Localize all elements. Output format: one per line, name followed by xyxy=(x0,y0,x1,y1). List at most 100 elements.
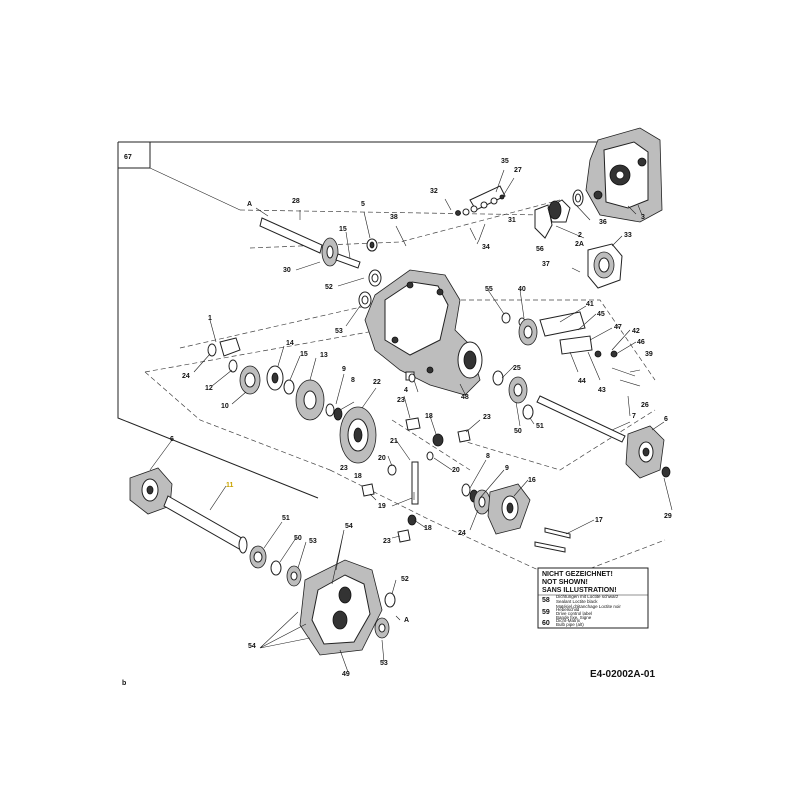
callout-35: 35 xyxy=(501,158,509,165)
letter-a-top: A xyxy=(247,201,252,208)
callout-20-right: 20 xyxy=(452,467,460,474)
legend-60-line1: Dicht-Matrix xyxy=(556,618,581,623)
callout-18-bottom: 18 xyxy=(424,525,432,532)
callout-20-left: 20 xyxy=(378,455,386,462)
callout-18-lower: 18 xyxy=(354,473,362,480)
callout-23-a: 23 xyxy=(397,397,405,404)
callout-17: 17 xyxy=(595,517,603,524)
legend-59-line3: Bande fixe, Signe xyxy=(556,615,592,620)
callout-37: 37 xyxy=(542,261,550,268)
callout-26: 26 xyxy=(641,402,649,409)
callout-51-lower: 51 xyxy=(282,515,290,522)
callout-1: 1 xyxy=(208,315,212,322)
callout-15-top: 15 xyxy=(339,226,347,233)
leader-lines xyxy=(149,204,673,673)
callout-32: 32 xyxy=(430,188,438,195)
legend-59-line1: Hebelschild xyxy=(556,607,580,612)
callout-2a: 2A xyxy=(575,241,584,248)
callout-5: 5 xyxy=(361,201,365,208)
callout-47: 47 xyxy=(614,324,622,331)
lower-housing-cover xyxy=(249,545,396,656)
callout-25: 25 xyxy=(513,365,521,372)
lower-center-parts xyxy=(461,483,571,553)
callout-52-top: 52 xyxy=(325,284,333,291)
gear-train-left xyxy=(207,337,377,464)
callout-44: 44 xyxy=(578,378,586,385)
input-shaft xyxy=(259,217,382,309)
callout-23-d: 23 xyxy=(383,538,391,545)
letter-a-bottom: A xyxy=(404,617,409,624)
callout-19: 19 xyxy=(378,503,386,510)
legend-60-line2: Bulb pipe (alt) xyxy=(556,622,584,627)
callout-4: 4 xyxy=(404,387,408,394)
callout-28: 28 xyxy=(292,198,300,205)
upper-right-parts xyxy=(534,189,623,289)
callout-23-c: 23 xyxy=(340,465,348,472)
legend-58-line2: Sealant Loctite black xyxy=(556,599,598,604)
shift-linkage-parts xyxy=(444,169,515,245)
callout-24-left: 24 xyxy=(182,373,190,380)
callout-21: 21 xyxy=(390,438,398,445)
callout-24-right: 24 xyxy=(458,530,466,537)
callout-15-mid: 15 xyxy=(300,351,308,358)
callout-11: 11 xyxy=(226,482,234,489)
callout-39: 39 xyxy=(645,351,653,358)
assembly-dashed-lines xyxy=(144,199,666,581)
callout-33: 33 xyxy=(624,232,632,239)
callout-31: 31 xyxy=(508,217,516,224)
legend-title-en: NOT SHOWN! xyxy=(542,579,588,586)
callout-36: 36 xyxy=(599,219,607,226)
transmission-assembly xyxy=(585,127,663,223)
callout-41: 41 xyxy=(586,301,594,308)
legend-title-fr: SANS ILLUSTRATION! xyxy=(542,587,617,594)
callout-54-top: 54 xyxy=(345,523,353,530)
corner-mark: b xyxy=(122,680,126,687)
right-side-parts xyxy=(492,311,671,479)
callout-42: 42 xyxy=(632,328,640,335)
callout-16: 16 xyxy=(528,477,536,484)
callout-53-bottom: 53 xyxy=(380,660,388,667)
legend-58-line1: Dichtungen mit Loctite schwarz xyxy=(556,594,619,599)
gearbox-housing xyxy=(364,269,483,396)
callout-7: 7 xyxy=(632,413,636,420)
callout-8-left: 8 xyxy=(351,377,355,384)
legend-title-de: NICHT GEZEICHNET! xyxy=(542,571,613,578)
callout-9-right: 9 xyxy=(505,465,509,472)
callout-52-lower: 52 xyxy=(401,576,409,583)
callout-55: 55 xyxy=(485,286,493,293)
diagram-frame: 67 xyxy=(117,141,658,499)
callout-34: 34 xyxy=(482,244,490,251)
callout-6-right: 6 xyxy=(664,416,668,423)
document-id: E4-02002A-01 xyxy=(590,669,655,680)
callout-43: 43 xyxy=(598,387,606,394)
callout-13: 13 xyxy=(320,352,328,359)
callout-14: 14 xyxy=(286,340,294,347)
callout-29: 29 xyxy=(664,513,672,520)
center-small-parts xyxy=(361,373,471,543)
callout-53-top: 53 xyxy=(335,328,343,335)
callout-45: 45 xyxy=(597,311,605,318)
callout-18-top: 18 xyxy=(425,413,433,420)
callout-8-right: 8 xyxy=(486,453,490,460)
callout-22: 22 xyxy=(373,379,381,386)
legend-num-59: 59 xyxy=(542,609,550,616)
callout-12: 12 xyxy=(205,385,213,392)
callout-48: 48 xyxy=(461,394,469,401)
callout-50-lower: 50 xyxy=(294,535,302,542)
callout-50-right: 50 xyxy=(514,428,522,435)
callout-53-lower: 53 xyxy=(309,538,317,545)
callout-9-left: 9 xyxy=(342,366,346,373)
legend-58-line3: Matériel d'étanchage Loctite noir xyxy=(556,604,621,609)
legend-num-60: 60 xyxy=(542,620,550,627)
callout-49: 49 xyxy=(342,671,350,678)
callout-6-left: 6 xyxy=(170,436,174,443)
callout-51-right: 51 xyxy=(536,423,544,430)
callout-30: 30 xyxy=(283,267,291,274)
part-callouts: A 28 30 15 5 38 52 53 32 35 27 31 34 56 … xyxy=(170,158,672,678)
not-shown-legend: NICHT GEZEICHNET! NOT SHOWN! SANS ILLUST… xyxy=(537,567,649,629)
callout-56: 56 xyxy=(536,246,544,253)
legend-59-line2: Drive control label xyxy=(556,611,592,616)
callout-3: 3 xyxy=(641,214,645,221)
callout-27: 27 xyxy=(514,167,522,174)
